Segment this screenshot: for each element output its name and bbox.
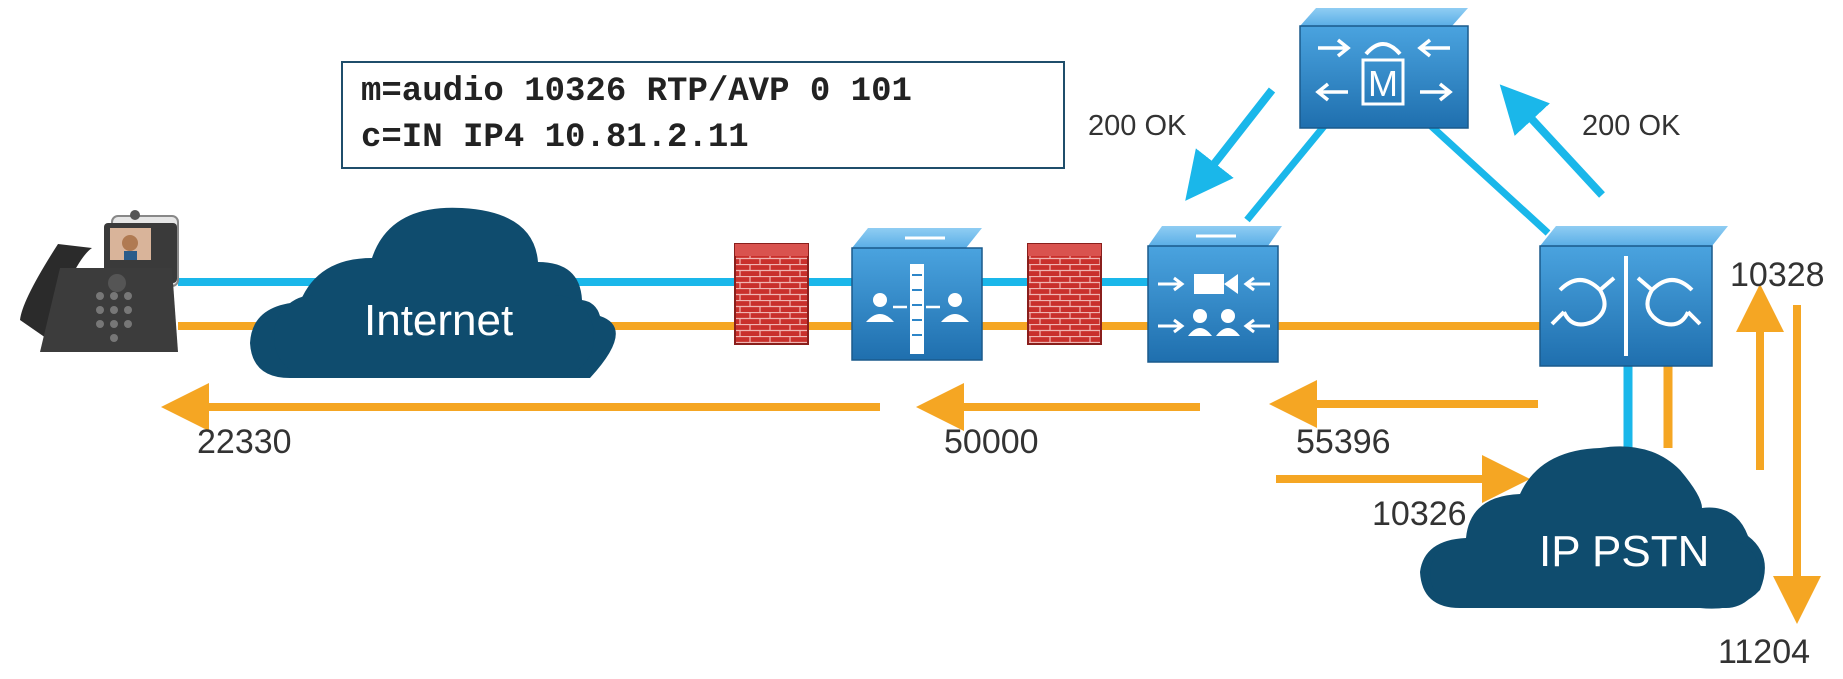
- port-label-50000: 50000: [944, 423, 1039, 461]
- call-manager-icon: M: [1299, 8, 1469, 129]
- ip-phone-icon: [20, 210, 179, 352]
- conference-bridge-icon: [1147, 226, 1282, 363]
- internet-label: Internet: [364, 296, 514, 345]
- firewall-icon: [1027, 243, 1102, 345]
- port-label-10326: 10326: [1372, 495, 1467, 533]
- internet-cloud: [250, 207, 616, 378]
- arrow-200-ok-left: [1185, 87, 1276, 201]
- ok-message-label: 200 OK: [1582, 110, 1681, 142]
- ip-pstn-cloud: [1420, 446, 1765, 609]
- signaling-line-cms-cucm: [1244, 122, 1328, 223]
- media-port-arrows: [161, 284, 1821, 624]
- ip-pstn-label: IP PSTN: [1539, 527, 1710, 576]
- arrow-200-ok-right: [1499, 84, 1605, 198]
- port-label-55396: 55396: [1296, 423, 1391, 461]
- signaling-line-cucm-cube: [1427, 122, 1551, 236]
- sdp-media-line: m=audio 10326 RTP/AVP 0 101: [361, 73, 912, 111]
- cube-sbc-icon: [1539, 226, 1728, 367]
- port-label-22330: 22330: [197, 423, 292, 461]
- expressway-edge-icon: [851, 228, 983, 361]
- port-label-11204: 11204: [1718, 633, 1811, 671]
- svg-text:M: M: [1368, 63, 1398, 104]
- firewall-icon: [734, 243, 809, 345]
- sdp-info-box: m=audio 10326 RTP/AVP 0 101 c=IN IP4 10.…: [341, 61, 1065, 169]
- ok-message-label: 200 OK: [1088, 110, 1187, 142]
- port-label-10328: 10328: [1730, 256, 1825, 294]
- sdp-connection-line: c=IN IP4 10.81.2.11: [361, 119, 749, 157]
